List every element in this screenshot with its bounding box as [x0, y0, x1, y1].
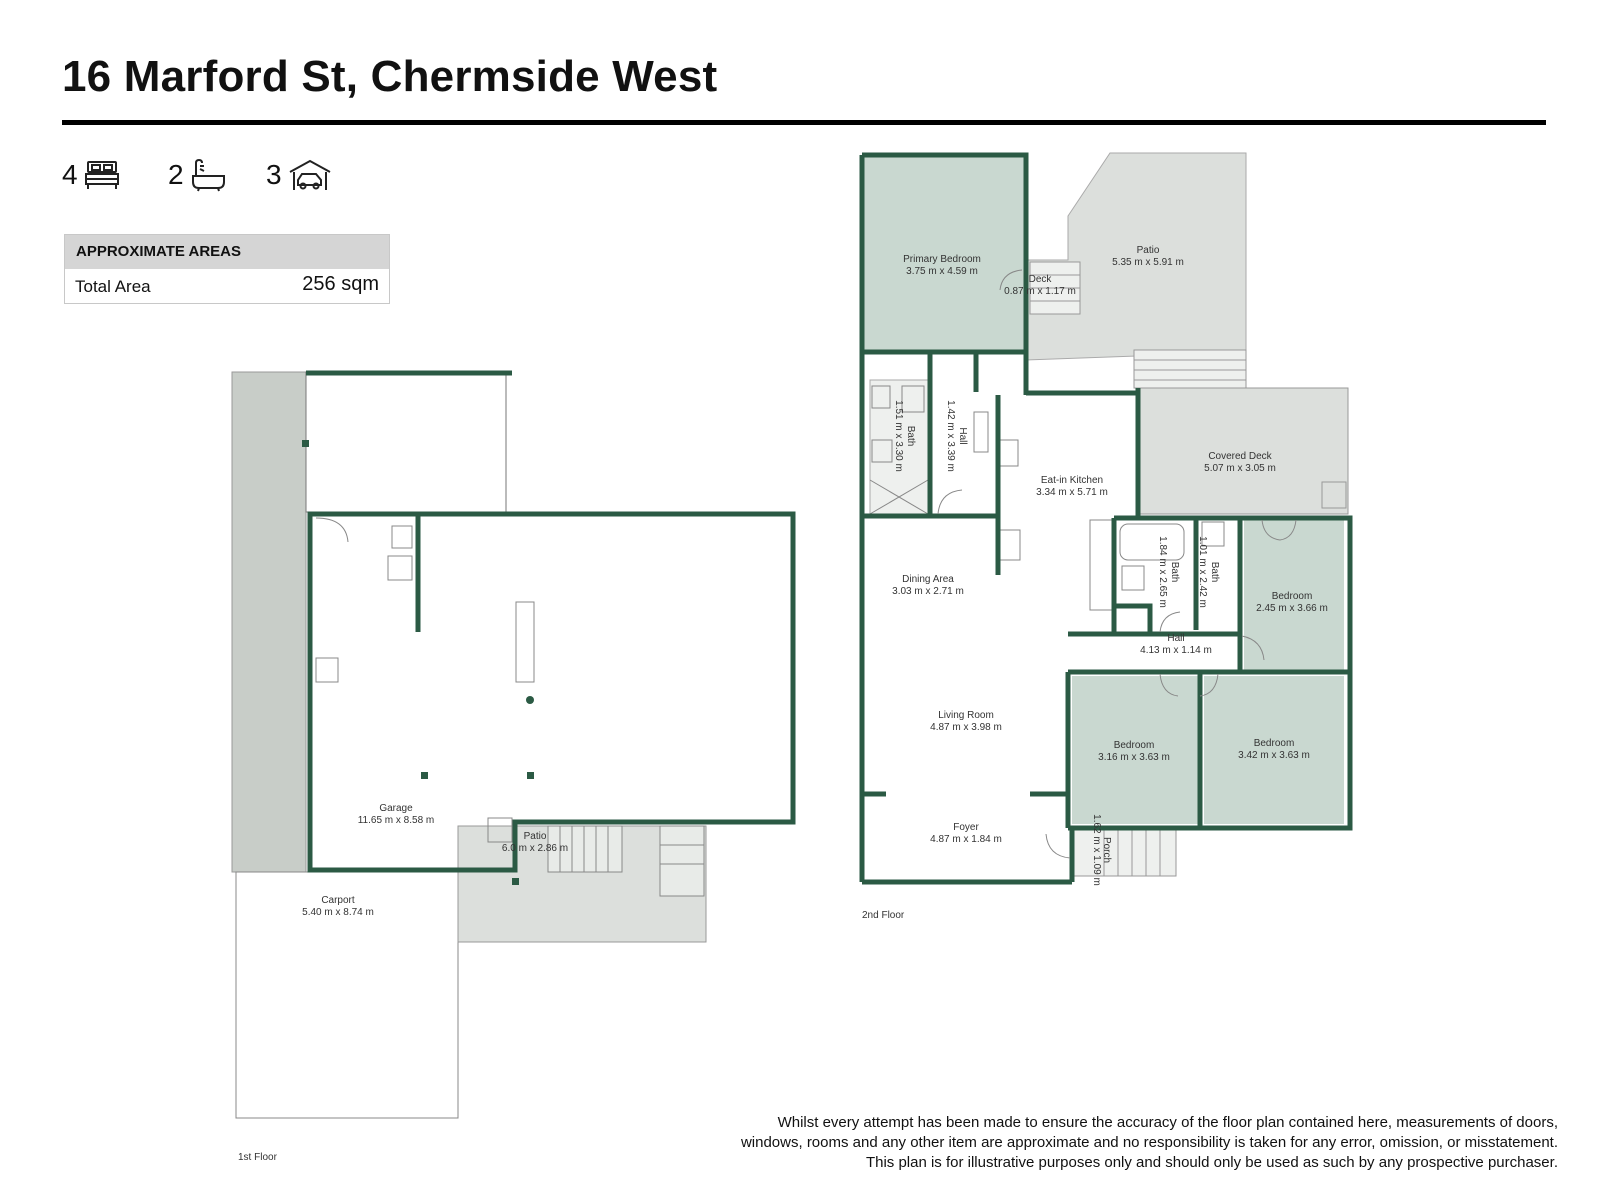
- foyer-dims: 4.87 m x 1.84 m: [930, 834, 1002, 845]
- dining-dims: 3.03 m x 2.71 m: [892, 586, 964, 597]
- garage-walls: [307, 511, 796, 873]
- kitchen-dims: 3.34 m x 5.71 m: [1036, 487, 1108, 498]
- first-floor-plan: Garage 11.65 m x 8.58 m Patio 6.0 m x 2.…: [231, 370, 796, 1163]
- bath-icon: [191, 158, 225, 192]
- bath2-dims: 1.84 m x 2.65 m: [1157, 536, 1168, 608]
- deck-steps: [1133, 349, 1247, 389]
- parking-count-value: 3: [266, 159, 282, 190]
- bedroom-a-fill: [1244, 520, 1344, 670]
- title-underline: [62, 120, 1546, 125]
- bedroom-c-dims: 3.42 m x 3.63 m: [1238, 750, 1310, 761]
- garage-dims: 11.65 m x 8.58 m: [358, 815, 435, 826]
- carport-area: [235, 871, 459, 1119]
- hall1-label: Hall: [957, 427, 968, 444]
- covered-deck-dims: 5.07 m x 3.05 m: [1204, 463, 1276, 474]
- upper-patio-area: [1025, 152, 1247, 361]
- garage-label: Garage: [379, 803, 413, 814]
- living-label: Living Room: [938, 710, 994, 721]
- bath1-label: Bath: [905, 426, 916, 447]
- dining-label: Dining Area: [902, 574, 954, 585]
- carport-dims: 5.40 m x 8.74 m: [302, 907, 374, 918]
- disclaimer-line-1: Whilst every attempt has been made to en…: [777, 1114, 1558, 1131]
- bathroom-count: 2: [168, 158, 226, 192]
- patio-2f-label: Patio: [1137, 245, 1160, 256]
- hall2-label: Hall: [1167, 633, 1184, 644]
- bathroom-count-value: 2: [168, 159, 184, 190]
- bedroom-b-fill: [1072, 676, 1198, 824]
- deck-dims: 0.87 m x 1.17 m: [1004, 286, 1076, 297]
- covered-deck-label: Covered Deck: [1208, 451, 1272, 462]
- bath3-label: Bath: [1209, 562, 1220, 583]
- primary-bedroom-fill: [864, 156, 1024, 352]
- hall2-dims: 4.13 m x 1.14 m: [1140, 645, 1212, 656]
- patio-2f-dims: 5.35 m x 5.91 m: [1112, 257, 1184, 268]
- porch-dims: 1.62 m x 1.09 m: [1091, 814, 1102, 886]
- total-area-label: Total Area: [75, 277, 151, 296]
- second-floor-doors: [937, 269, 1297, 859]
- carport-label: Carport: [321, 895, 355, 906]
- total-area-value: 256 sqm: [302, 273, 379, 295]
- page-title: 16 Marford St, Chermside West: [62, 52, 718, 101]
- bedroom-a-dims: 2.45 m x 3.66 m: [1256, 603, 1328, 614]
- bath2-label: Bath: [1169, 562, 1180, 583]
- disclaimer-line-3: This plan is for illustrative purposes o…: [865, 1154, 1558, 1171]
- garage-posts: [302, 440, 534, 885]
- side-walkway: [231, 371, 307, 873]
- disclaimer: Whilst every attempt has been made to en…: [741, 1113, 1558, 1173]
- second-floor-walls: [859, 152, 1353, 885]
- covered-deck-area: [1137, 387, 1349, 515]
- foyer-label: Foyer: [953, 822, 979, 833]
- second-floor-plan: Primary Bedroom 3.75 m x 4.59 m Deck 0.8…: [859, 152, 1353, 921]
- bedroom-b-label: Bedroom: [1114, 740, 1155, 751]
- primary-bedroom-label: Primary Bedroom: [903, 254, 981, 265]
- kitchen-label: Eat-in Kitchen: [1041, 475, 1103, 486]
- bedroom-b-dims: 3.16 m x 3.63 m: [1098, 752, 1170, 763]
- hall1-dims: 1.42 m x 3.39 m: [945, 400, 956, 472]
- garage-car-icon: [289, 159, 331, 190]
- upper-yard: [305, 371, 507, 513]
- first-floor-label: 1st Floor: [238, 1152, 278, 1163]
- bedroom-a-label: Bedroom: [1272, 591, 1313, 602]
- parking-count: 3: [266, 158, 332, 192]
- approximate-areas-heading: APPROXIMATE AREAS: [65, 235, 389, 269]
- patio-1f-label: Patio: [524, 831, 547, 842]
- small-deck: [1029, 261, 1081, 315]
- bedroom-c-label: Bedroom: [1254, 738, 1295, 749]
- bath1-dims: 1.51 m x 3.30 m: [893, 400, 904, 472]
- approximate-areas-table: APPROXIMATE AREAS Total Area 256 sqm: [64, 234, 390, 304]
- primary-bedroom-dims: 3.75 m x 4.59 m: [906, 266, 978, 277]
- living-dims: 4.87 m x 3.98 m: [930, 722, 1002, 733]
- bedroom-c-fill: [1204, 676, 1344, 824]
- patio-1f-dims: 6.0 m x 2.86 m: [502, 843, 568, 854]
- garage-fixtures: [315, 517, 535, 843]
- second-floor-label: 2nd Floor: [862, 910, 905, 921]
- deck-label: Deck: [1029, 274, 1053, 285]
- porch-label: Porch: [1101, 837, 1112, 863]
- total-area-row: Total Area 256 sqm: [65, 269, 389, 303]
- bed-icon: [84, 161, 119, 189]
- bath3-dims: 1.01 m x 2.42 m: [1197, 536, 1208, 608]
- bedroom-count-value: 4: [62, 159, 78, 190]
- bedroom-count: 4: [62, 158, 120, 192]
- porch-steps: [1071, 825, 1177, 877]
- garage-stairs: [547, 825, 705, 897]
- disclaimer-line-2: windows, rooms and any other item are ap…: [740, 1134, 1558, 1151]
